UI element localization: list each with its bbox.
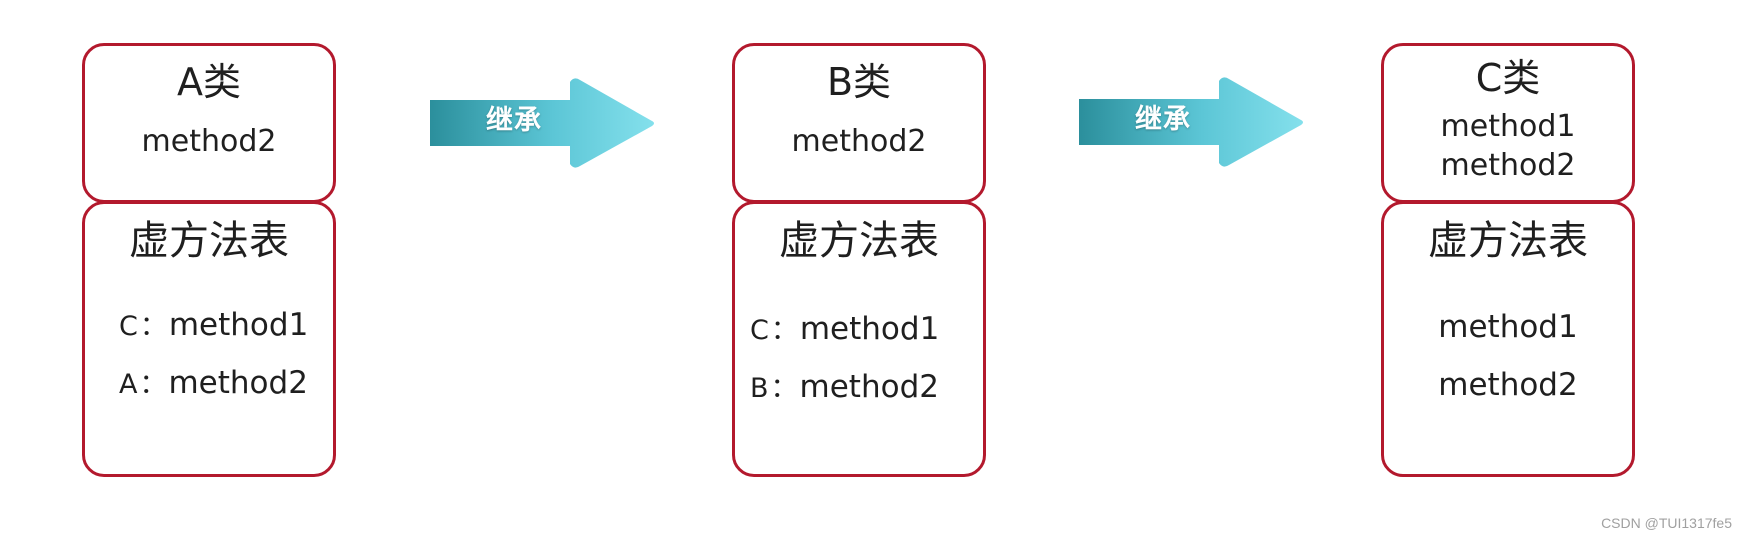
vtable-entry-method: method2 — [799, 369, 939, 405]
vtable-entry-method: method1 — [168, 307, 309, 343]
vtable-entry-sep: ： — [139, 369, 167, 400]
class-c-vtable-title: 虚方法表 — [1428, 218, 1588, 264]
inherit-label: 继承 — [1135, 104, 1191, 135]
vtable-entry-owner: A — [119, 369, 138, 400]
vtable-entry: method1 — [1384, 308, 1632, 346]
class-a-box: A类 method2 — [82, 43, 336, 203]
vtable-entry-method: method1 — [1438, 309, 1578, 345]
vtable-entry-sep: ： — [770, 315, 798, 346]
vtable-entry-method: method1 — [799, 311, 940, 347]
class-a-vtable: 虚方法表 C：method1 A：method2 — [82, 201, 336, 477]
inherit-label: 继承 — [486, 105, 542, 136]
arrow-right-icon — [430, 78, 654, 168]
class-c-method: method2 — [1440, 148, 1576, 183]
vtable-entry-method: method2 — [168, 365, 308, 401]
class-c-box: C类 method1 method2 — [1381, 43, 1635, 203]
vtable-entry-owner: B — [750, 373, 769, 404]
class-a-title: A类 — [177, 60, 241, 104]
class-b-vtable-title: 虚方法表 — [779, 218, 939, 264]
vtable-entry: A：method2 — [119, 364, 308, 404]
class-b-vtable: 虚方法表 C：method1 B：method2 — [732, 201, 986, 477]
vtable-entry-owner: C — [119, 311, 138, 342]
vtable-entry: method2 — [1384, 366, 1632, 404]
inherit-arrow: 继承 — [1077, 75, 1305, 169]
vtable-entry: C：method1 — [119, 306, 308, 346]
class-b-title: B类 — [826, 60, 892, 104]
inherit-arrow: 继承 — [428, 76, 656, 170]
class-a-vtable-title: 虚方法表 — [129, 218, 289, 264]
class-a-method: method2 — [141, 124, 277, 159]
vtable-entry-sep: ： — [770, 373, 798, 404]
class-b-box: B类 method2 — [732, 43, 986, 203]
vtable-entry-method: method2 — [1438, 367, 1578, 403]
class-b-method: method2 — [791, 124, 927, 159]
vtable-entry-owner: C — [750, 315, 769, 346]
class-c-vtable: 虚方法表 method1 method2 — [1381, 201, 1635, 477]
vtable-entry-sep: ： — [139, 311, 167, 342]
class-c-method: method1 — [1440, 109, 1576, 144]
vtable-entry: C：method1 — [750, 310, 939, 350]
arrow-right-icon — [1079, 77, 1303, 167]
vtable-entry: B：method2 — [750, 368, 939, 408]
class-c-title: C类 — [1475, 56, 1541, 100]
watermark: CSDN @TUI1317fe5 — [1601, 515, 1732, 531]
